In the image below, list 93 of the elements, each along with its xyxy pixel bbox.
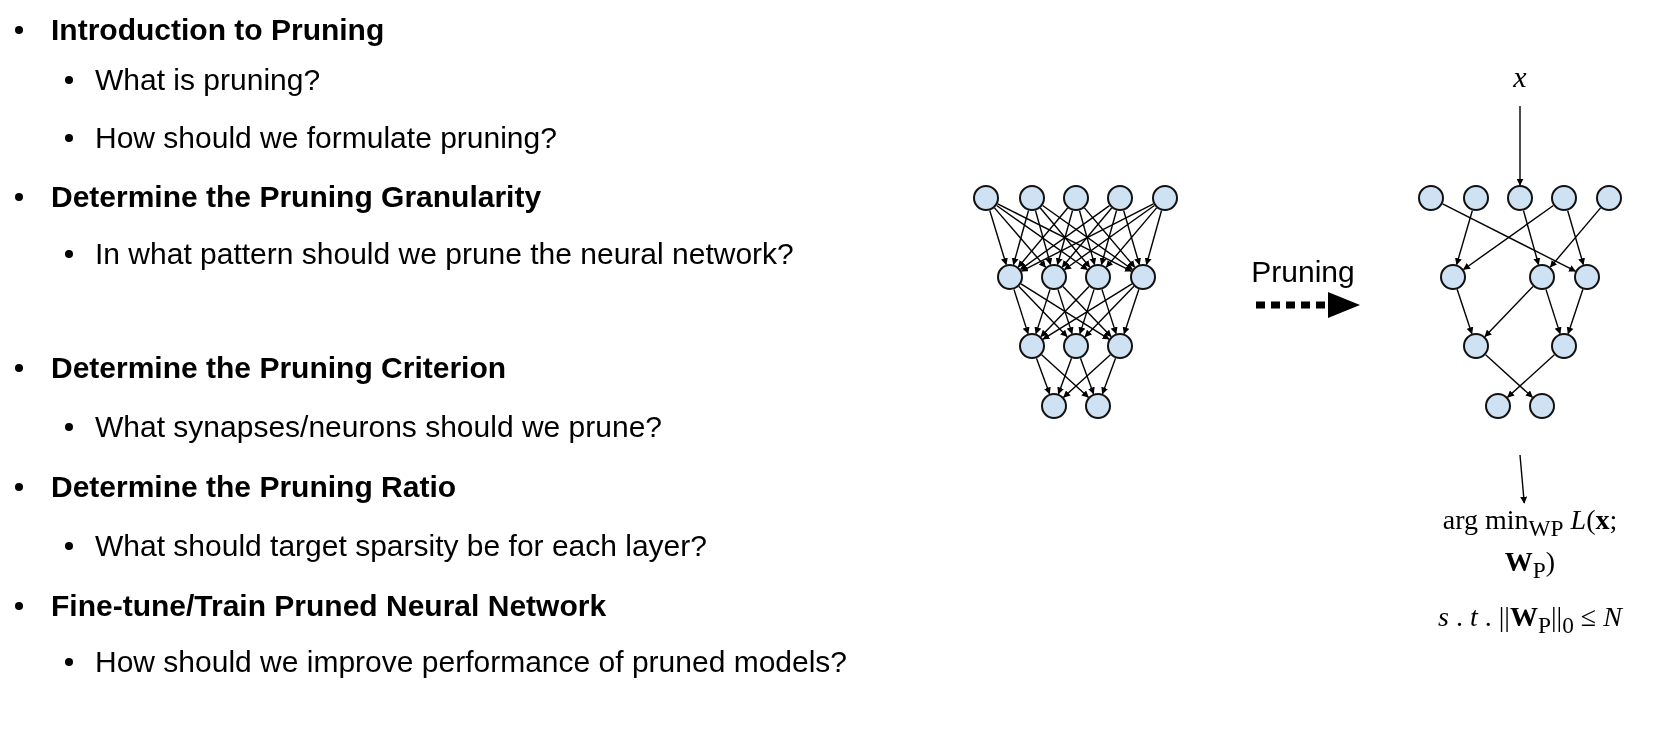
arrow <box>1063 204 1156 271</box>
arrow <box>1061 207 1113 268</box>
arrow <box>989 209 1008 266</box>
section-heading: Determine the Pruning Ratio <box>51 469 458 505</box>
arrow <box>1079 357 1095 395</box>
neuron-circle <box>1440 264 1466 290</box>
bullet-text: In what pattern should we prune the neural network? <box>95 236 795 272</box>
arrow <box>1034 209 1053 266</box>
neuron-circle <box>1596 185 1622 211</box>
arrow <box>1549 207 1602 268</box>
arrow <box>1566 209 1585 266</box>
neuron-circle <box>1130 264 1156 290</box>
bullet-text: What should target sparsity be for each layer? <box>95 528 708 564</box>
neuron-circle <box>1019 185 1045 211</box>
neuron-circle <box>1085 264 1111 290</box>
arrow <box>1039 207 1091 268</box>
neuron-circle <box>1551 333 1577 359</box>
arrow <box>1078 288 1095 335</box>
neuron-circle <box>973 185 999 211</box>
neuron-circle <box>1574 264 1600 290</box>
bullet-text: How should we formulate pruning? <box>95 120 558 156</box>
neuron-circle <box>1041 393 1067 419</box>
arrow <box>1062 285 1112 338</box>
arrow <box>1078 209 1097 266</box>
arrow <box>1084 285 1135 338</box>
bullet-text: What is pruning? <box>95 62 322 98</box>
section-heading: Determine the Pruning Criterion <box>51 350 508 386</box>
arrow <box>1101 357 1117 395</box>
neuron-circle <box>1485 393 1511 419</box>
arrow <box>1105 207 1158 268</box>
section-heading: Fine-tune/Train Pruned Neural Network <box>51 588 608 624</box>
arrow <box>1018 285 1068 338</box>
neuron-circle <box>1019 333 1045 359</box>
arrow <box>1041 204 1134 271</box>
neuron-circle <box>1463 333 1489 359</box>
arrow <box>1522 209 1541 266</box>
neuron-circle <box>1551 185 1577 211</box>
neuron-circle <box>1529 393 1555 419</box>
arrow <box>1013 288 1030 335</box>
neuron-circle <box>1107 333 1133 359</box>
arrow <box>1484 285 1534 338</box>
arrow <box>1101 288 1118 335</box>
arrow <box>1516 105 1524 186</box>
section-heading: Introduction to Pruning <box>51 12 386 48</box>
arrow <box>1034 288 1051 335</box>
arrow <box>995 204 1089 271</box>
arrow <box>1566 288 1584 335</box>
arrow <box>993 207 1047 268</box>
arrow <box>1484 354 1534 398</box>
neuron-circle <box>1463 185 1489 211</box>
arrow <box>1083 207 1136 268</box>
arrow <box>1441 203 1577 272</box>
bullet-text: How should we improve performance of pruned models? <box>95 644 849 680</box>
arrow <box>1019 204 1111 271</box>
arrow <box>1035 357 1051 395</box>
arrow <box>1099 209 1118 266</box>
constraint-formula: s . t . ||W$_{P}$||$_{0}$ ≤ N <box>1437 600 1624 640</box>
arrow <box>1506 354 1556 398</box>
arrow <box>1519 454 1528 504</box>
arrow <box>1122 288 1140 335</box>
neuron-circle <box>1107 185 1133 211</box>
arrow <box>1020 203 1155 272</box>
neuron-circle <box>1085 393 1111 419</box>
neuron-circle <box>997 264 1023 290</box>
arrow <box>1144 209 1163 266</box>
arrow <box>1020 283 1110 340</box>
arrow <box>1017 207 1069 268</box>
arrow <box>1122 209 1141 266</box>
arrow <box>1042 283 1133 340</box>
section-heading: Determine the Pruning Granularity <box>51 179 543 215</box>
arrow <box>1011 209 1030 266</box>
arrow <box>1545 288 1562 335</box>
arrow <box>1062 354 1112 398</box>
neuron-circle <box>1063 185 1089 211</box>
arrow <box>1040 285 1090 338</box>
arrow <box>1055 209 1074 266</box>
neuron-circle <box>1152 185 1178 211</box>
arrow <box>1462 204 1555 271</box>
arrow <box>996 203 1133 272</box>
neuron-circle <box>1418 185 1444 211</box>
input-variable: x <box>1505 60 1535 94</box>
arrow-label: Pruning <box>1250 254 1356 290</box>
arrow <box>1455 209 1474 266</box>
neuron-circle <box>1529 264 1555 290</box>
neuron-circle <box>1507 185 1533 211</box>
bullet-text: What synapses/neurons should we prune? <box>95 409 663 445</box>
arrow <box>1040 354 1090 398</box>
arrow <box>1057 357 1073 395</box>
arrow <box>1456 288 1474 335</box>
arrow <box>1057 288 1074 335</box>
neuron-circle <box>1041 264 1067 290</box>
objective-formula: arg min$_{WP}$ L(x; W$_{P}$) <box>1441 503 1619 585</box>
neuron-circle <box>1063 333 1089 359</box>
